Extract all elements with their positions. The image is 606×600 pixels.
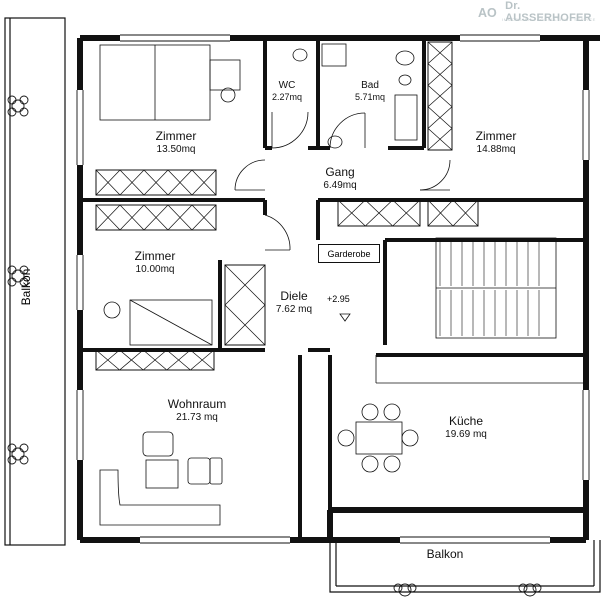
room-name: Bad xyxy=(361,80,379,91)
sofa-icon xyxy=(99,431,223,526)
room-name: WC xyxy=(278,80,296,91)
room-area: 13.50mq xyxy=(156,143,196,155)
interior-walls xyxy=(80,38,586,540)
room-name: Zimmer xyxy=(155,129,197,143)
room-name: Zimmer xyxy=(475,129,517,143)
room-name: Küche xyxy=(448,414,484,428)
room-label-zimmer-ne: Zimmer 14.88mq xyxy=(475,129,517,155)
room-label-zimmer-nw: Zimmer 13.50mq xyxy=(155,129,197,155)
room-label-bad: Bad 5.71mq xyxy=(355,80,385,102)
logo-mark-icon: AO xyxy=(478,6,497,19)
room-name: Wohnraum xyxy=(167,397,227,411)
balkon-west-label: Balkon xyxy=(19,268,33,306)
exterior-walls xyxy=(77,35,600,543)
room-label-diele: Diele 7.62 mq xyxy=(275,289,313,315)
balkon-south-label: Balkon xyxy=(426,547,464,561)
room-name: Diele xyxy=(280,289,308,303)
room-label-zimmer-w: Zimmer 10.00mq xyxy=(134,249,176,275)
plant-icon xyxy=(7,95,29,465)
svg-text:AO: AO xyxy=(478,6,497,19)
room-area: 14.88mq xyxy=(476,143,516,155)
west-balcony xyxy=(4,17,66,546)
single-bed-icon xyxy=(103,299,213,346)
plant-icon xyxy=(393,583,542,597)
dining-table-icon xyxy=(337,403,419,473)
bathroom-fixtures xyxy=(292,43,418,149)
room-label-wohnraum: Wohnraum 21.73 mq xyxy=(167,397,227,423)
room-label-gang: Gang 6.49mq xyxy=(323,165,357,191)
south-balcony xyxy=(329,540,601,593)
logo-subtext: IMMOBILIEN · CONSULTING · SERVICE xyxy=(502,17,596,22)
room-area: 2.27mq xyxy=(271,91,303,102)
room-name: Gang xyxy=(325,165,355,179)
room-area: 21.73 mq xyxy=(176,411,218,423)
logo-text: Dr. AUSSERHOFER xyxy=(505,0,592,24)
kitchen-counter xyxy=(375,355,586,384)
level-marker-icon xyxy=(339,313,351,322)
room-name: Zimmer xyxy=(134,249,176,263)
room-area: 6.49mq xyxy=(323,179,357,191)
bed-icon xyxy=(99,44,241,121)
company-logo: AO Dr. AUSSERHOFER xyxy=(478,0,606,24)
garderobe-label: Garderobe xyxy=(318,244,380,263)
staircase xyxy=(435,237,557,339)
room-area: 7.62 mq xyxy=(275,303,313,315)
room-area: 10.00mq xyxy=(135,263,175,275)
doors xyxy=(234,111,451,251)
room-area: 19.69 mq xyxy=(445,428,487,440)
room-area: 5.71mq xyxy=(354,91,386,102)
room-label-wc: WC 2.27mq xyxy=(272,80,302,102)
level-label: +2.95 xyxy=(327,294,350,304)
room-label-kueche: Küche 19.69 mq xyxy=(445,414,487,440)
